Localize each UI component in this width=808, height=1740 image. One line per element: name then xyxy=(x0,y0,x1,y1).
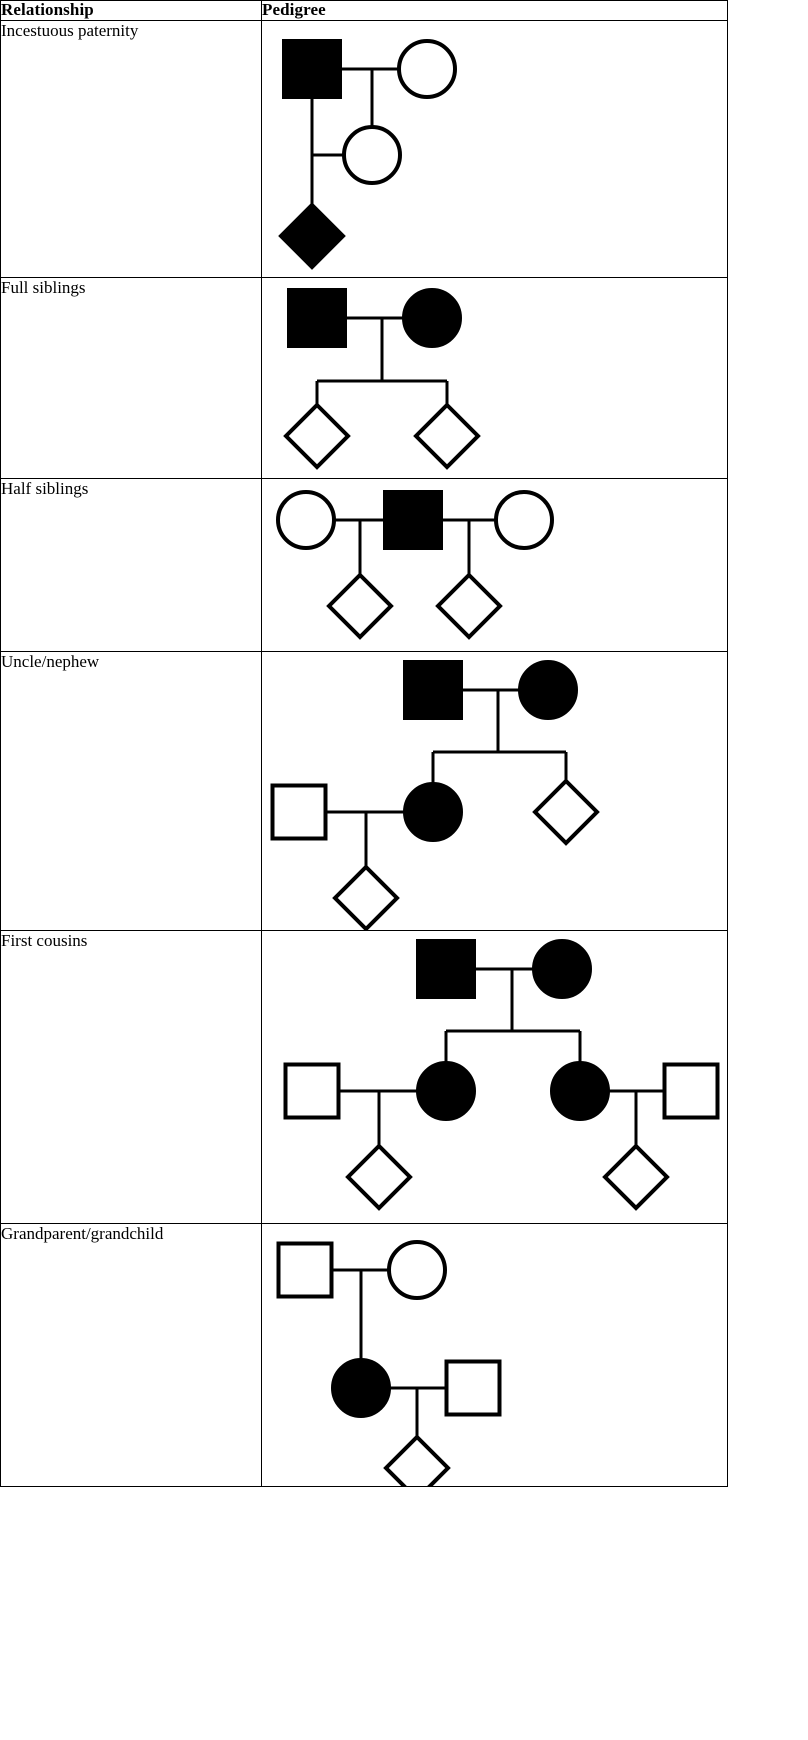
pedigree-symbol-circle-open xyxy=(387,1239,447,1300)
pedigree-symbol-circle-open xyxy=(397,38,457,99)
pedigree-diagram-half-siblings xyxy=(276,489,554,640)
pedigree-symbol-diamond-open xyxy=(435,571,503,640)
relationship-label-text: Full siblings xyxy=(1,277,86,297)
relationship-label-half-siblings: Half siblings xyxy=(0,477,262,652)
relationship-label-full-siblings: Full siblings xyxy=(0,276,262,479)
pedigree-symbol-circle-open xyxy=(276,489,336,550)
pedigree-symbol-circle-filled xyxy=(403,781,463,842)
pedigree-cell-uncle-nephew xyxy=(261,650,728,931)
header-row: Relationship Pedigree xyxy=(0,0,728,21)
pedigree-diagram-full-siblings xyxy=(283,287,481,470)
pedigree-symbol-circle-filled xyxy=(550,1060,610,1121)
relationship-label-first-cousins: First cousins xyxy=(0,929,262,1224)
pedigree-symbol-square-open xyxy=(276,1241,334,1299)
pedigree-symbol-square-filled xyxy=(287,287,347,348)
table-row: Full siblings xyxy=(0,276,728,479)
pedigree-diagram-first-cousins xyxy=(283,938,720,1211)
pedigree-symbol-square-open xyxy=(444,1359,502,1417)
pedigree-symbol-diamond-open xyxy=(345,1142,413,1211)
pedigree-symbol-circle-filled xyxy=(532,938,592,999)
pedigree-cell-half-siblings xyxy=(261,477,728,652)
pedigree-symbol-circle-filled xyxy=(518,659,578,720)
pedigree-symbol-square-filled xyxy=(416,938,476,999)
relationship-label-grandparent-grandchild: Grandparent/grandchild xyxy=(0,1222,262,1487)
pedigree-symbol-diamond-open xyxy=(532,777,600,846)
pedigree-symbol-square-filled xyxy=(282,38,342,99)
pedigree-diagram-incestuous-paternity xyxy=(278,38,457,270)
table-row: Grandparent/grandchild xyxy=(0,1222,728,1487)
relationship-label-text: Uncle/nephew xyxy=(1,651,100,671)
pedigree-cell-grandparent-grandchild xyxy=(261,1222,728,1487)
pedigree-symbol-diamond-open xyxy=(602,1142,670,1211)
pedigree-symbol-diamond-open xyxy=(283,401,351,470)
table-row: Half siblings xyxy=(0,477,728,652)
table-row: Incestuous paternity xyxy=(0,19,728,278)
pedigree-symbol-circle-open xyxy=(342,124,402,185)
pedigree-cell-full-siblings xyxy=(261,276,728,479)
relationship-label-text: First cousins xyxy=(1,930,88,950)
pedigree-symbol-square-open xyxy=(662,1062,720,1120)
pedigree-cell-first-cousins xyxy=(261,929,728,1224)
pedigree-symbol-diamond-filled xyxy=(278,201,346,270)
relationship-label-text: Half siblings xyxy=(1,478,89,498)
relationship-label-uncle-nephew: Uncle/nephew xyxy=(0,650,262,931)
pedigree-symbol-diamond-open xyxy=(413,401,481,470)
pedigree-symbol-circle-filled xyxy=(402,287,462,348)
pedigree-diagram-uncle-nephew xyxy=(270,659,600,930)
table-row: First cousins xyxy=(0,929,728,1224)
pedigree-symbol-circle-filled xyxy=(331,1357,391,1418)
relationship-label-incestuous-paternity: Incestuous paternity xyxy=(0,19,262,278)
relationship-label-text: Incestuous paternity xyxy=(1,20,139,40)
relationship-pedigree-table: Relationship Pedigree Incestuous paterni… xyxy=(0,0,728,1487)
pedigree-symbol-square-open xyxy=(283,1062,341,1120)
pedigree-symbol-circle-filled xyxy=(416,1060,476,1121)
table-header: Relationship Pedigree xyxy=(0,0,728,21)
pedigree-symbol-circle-open xyxy=(494,489,554,550)
pedigree-cell-incestuous-paternity xyxy=(261,19,728,278)
pedigree-symbol-diamond-open xyxy=(332,863,400,930)
column-header-relationship: Relationship xyxy=(0,0,262,21)
column-header-pedigree: Pedigree xyxy=(261,0,728,21)
table-row: Uncle/nephew xyxy=(0,650,728,931)
relationship-label-text: Grandparent/grandchild xyxy=(1,1223,164,1243)
pedigree-symbol-square-open xyxy=(270,783,328,841)
pedigree-diagram-grandparent-grandchild xyxy=(276,1239,502,1486)
pedigree-symbol-square-filled xyxy=(383,489,443,550)
pedigree-symbol-diamond-open xyxy=(326,571,394,640)
pedigree-symbol-square-filled xyxy=(403,659,463,720)
pedigree-symbol-diamond-open xyxy=(383,1433,451,1486)
